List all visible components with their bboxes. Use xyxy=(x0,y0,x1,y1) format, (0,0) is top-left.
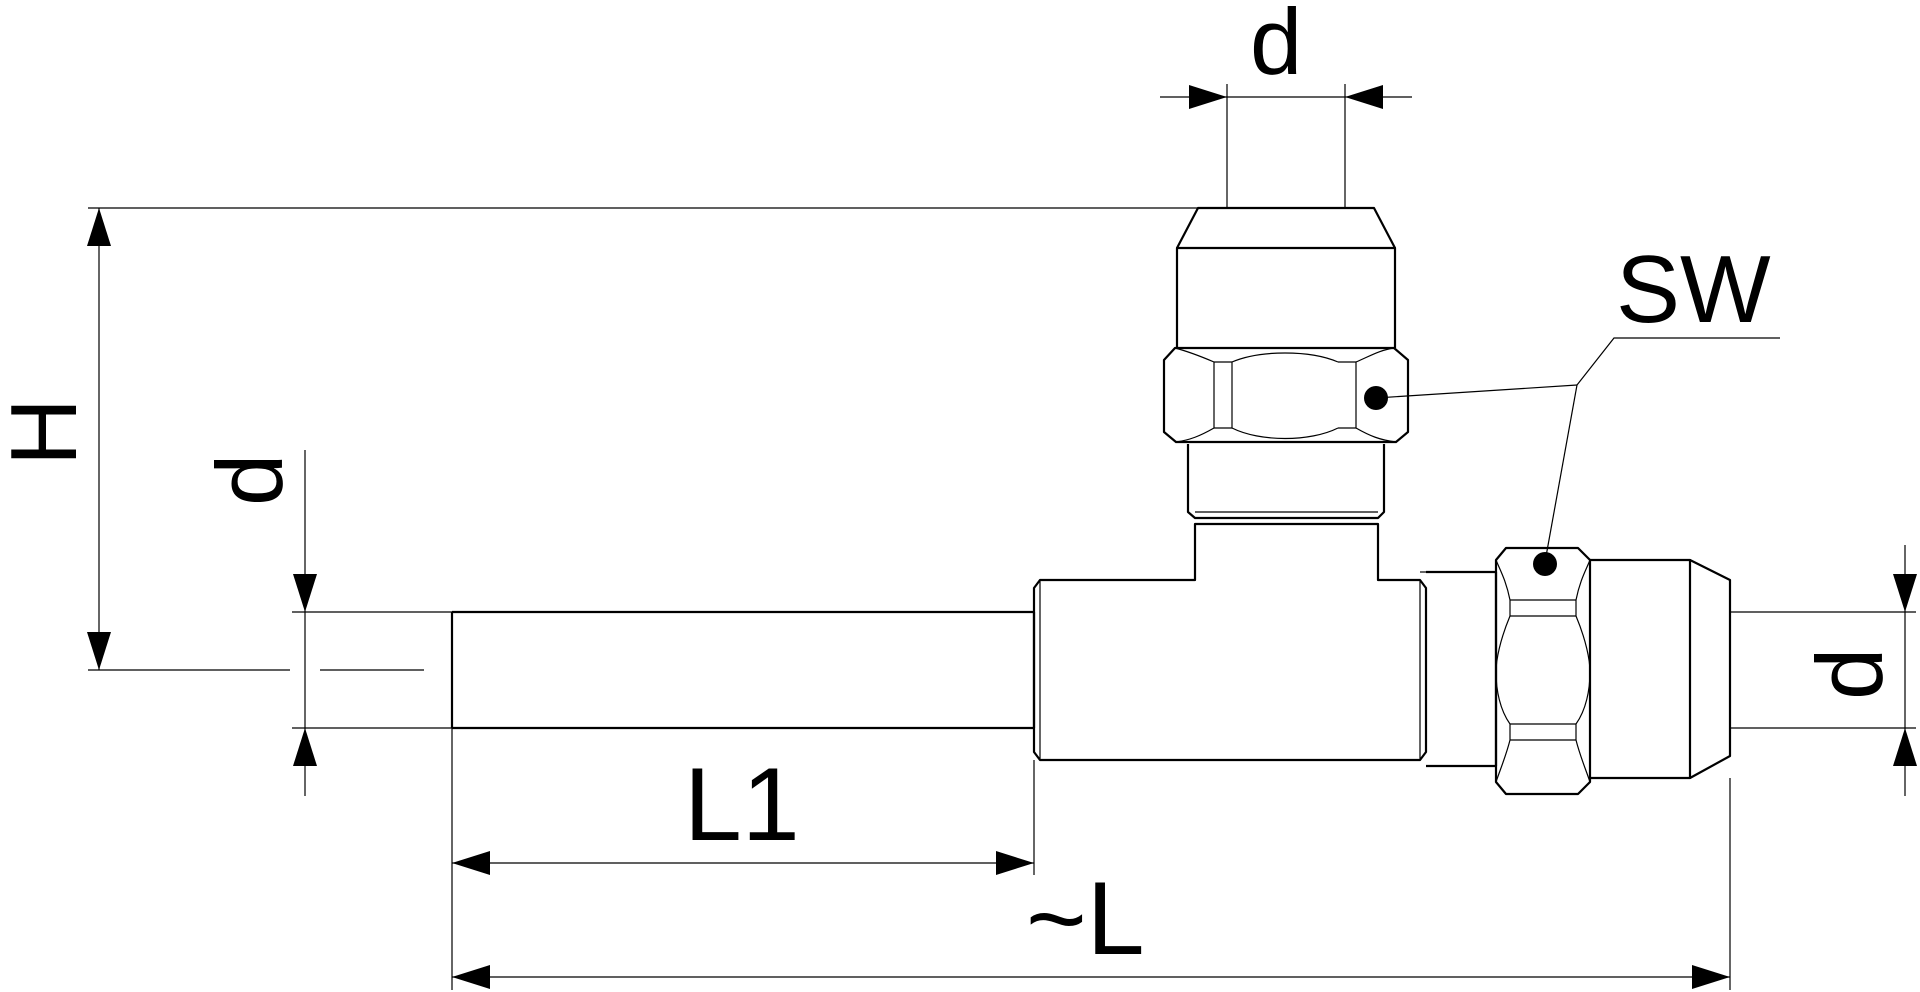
label-h: H xyxy=(0,398,96,466)
arrow-head-icon xyxy=(452,851,490,875)
right-branch xyxy=(1420,546,1732,796)
arrow-head-icon xyxy=(87,208,111,246)
arrow-head-icon xyxy=(1189,85,1227,109)
arrow-head-icon xyxy=(293,574,317,612)
label-d-right: d xyxy=(1797,648,1902,700)
label-d-top: d xyxy=(1250,0,1302,94)
dimension-d-top: d xyxy=(1160,0,1412,208)
label-sw: SW xyxy=(1616,236,1771,343)
arrow-head-icon xyxy=(1893,574,1917,612)
dimension-l: ~L xyxy=(452,778,1731,990)
dimension-d-right: d xyxy=(1730,545,1917,796)
label-l1: L1 xyxy=(684,747,800,863)
dimension-l1: L1 xyxy=(451,728,1035,990)
leader-sw: SW xyxy=(1364,236,1780,576)
marker-dot-icon xyxy=(1533,552,1557,576)
top-branch xyxy=(1162,206,1410,520)
arrow-head-icon xyxy=(293,728,317,766)
arrow-head-icon xyxy=(1692,965,1730,989)
label-d-left: d xyxy=(197,454,302,506)
dimension-h: H xyxy=(0,207,1198,671)
arrow-head-icon xyxy=(1345,85,1383,109)
label-l: ~L xyxy=(1026,861,1145,977)
arrow-head-icon xyxy=(996,851,1034,875)
tee-body xyxy=(1032,522,1428,762)
dimension-d-left: d xyxy=(197,450,452,796)
marker-dot-icon xyxy=(1364,386,1388,410)
arrow-head-icon xyxy=(87,632,111,670)
arrow-head-icon xyxy=(1893,728,1917,766)
left-pipe xyxy=(450,610,1036,730)
arrow-head-icon xyxy=(452,965,490,989)
fitting-body xyxy=(450,206,1732,796)
